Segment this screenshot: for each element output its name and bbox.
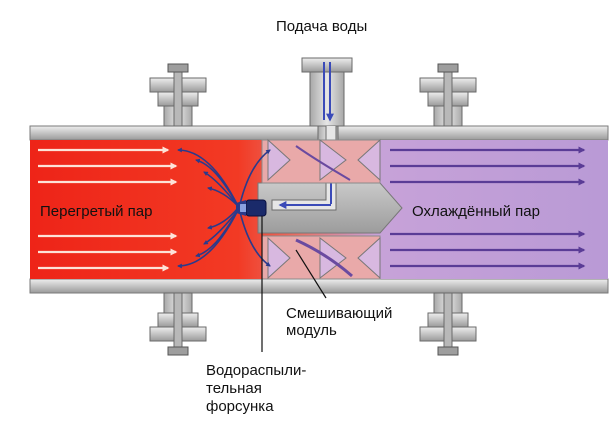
hot-steam-arrows xyxy=(38,146,178,272)
label-nozzle-line1: Водораспыли- xyxy=(206,362,306,379)
label-nozzle-line3: форсунка xyxy=(206,398,274,415)
cool-steam-arrows xyxy=(390,146,586,270)
label-nozzle-line2: тельная xyxy=(206,380,262,397)
flange-left-bottom xyxy=(149,292,207,356)
flange-left-top xyxy=(149,63,207,127)
label-mixing-module-line2: модуль xyxy=(286,322,337,339)
mixing-vanes-lower xyxy=(261,235,381,280)
label-water-supply: Подача воды xyxy=(276,18,367,35)
leader-line-mixing-module xyxy=(295,249,327,299)
label-mixing-module-line1: Смешивающий xyxy=(286,305,392,322)
flange-right-bottom xyxy=(419,292,477,356)
flange-right-top xyxy=(419,63,477,127)
label-superheated-steam: Перегретый пар xyxy=(40,203,152,220)
spray-nozzle-icon xyxy=(236,199,267,217)
label-cooled-steam: Охлаждённый пар xyxy=(412,203,540,220)
spray-fan xyxy=(177,147,271,269)
mixing-vanes-upper xyxy=(261,138,381,184)
